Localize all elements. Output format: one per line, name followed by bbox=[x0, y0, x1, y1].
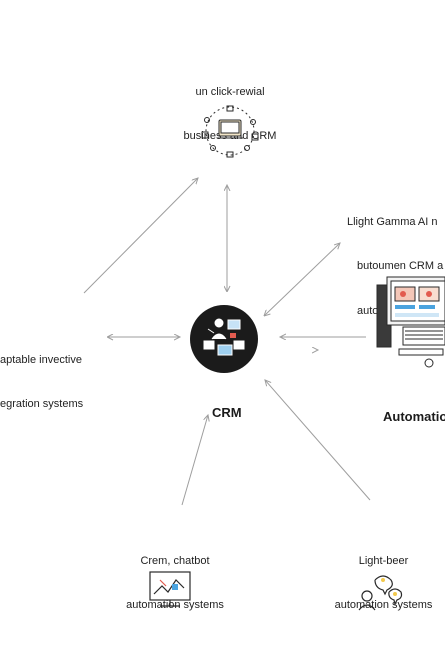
node-center-label: CRM bbox=[212, 405, 242, 420]
node-bottomleft-line2: automation systems bbox=[126, 599, 224, 612]
node-top-line1: un click-rewial bbox=[195, 85, 265, 98]
arrow-bottomleft-center bbox=[181, 415, 208, 506]
node-bottomleft-text: Crem, chatbot automation systems bbox=[110, 524, 240, 643]
arrow-center-righttop bbox=[264, 243, 340, 316]
automation-workstation-icon bbox=[376, 276, 445, 368]
arrow-bottomright-center bbox=[265, 380, 371, 501]
node-bottomleft-line1: Crem, chatbot bbox=[140, 554, 210, 567]
node-bottomright-text: Light-beer automation systems bbox=[322, 524, 445, 643]
crm-hub-icon bbox=[190, 305, 258, 373]
node-left-line1: aptable invective bbox=[0, 353, 82, 366]
node-righttop-line2: butoumen CRM a bbox=[357, 260, 444, 273]
node-bottomright-line1: Light-beer bbox=[358, 554, 409, 567]
crm-hub-glyph bbox=[203, 318, 245, 356]
arrow-left-to-top bbox=[83, 178, 198, 294]
node-right-label: Automatio bbox=[383, 409, 445, 424]
chat-user-icon bbox=[358, 575, 403, 611]
devices-cluster-icon bbox=[201, 105, 259, 158]
node-left-line2: egration systems bbox=[0, 398, 84, 411]
node-left-text: aptable invective egration systems bbox=[0, 323, 100, 442]
node-righttop-line1: Llight Gamma AI n bbox=[347, 215, 438, 228]
node-bottomright-line2: automation systems bbox=[334, 599, 433, 612]
monitor-chart-icon bbox=[149, 571, 191, 607]
